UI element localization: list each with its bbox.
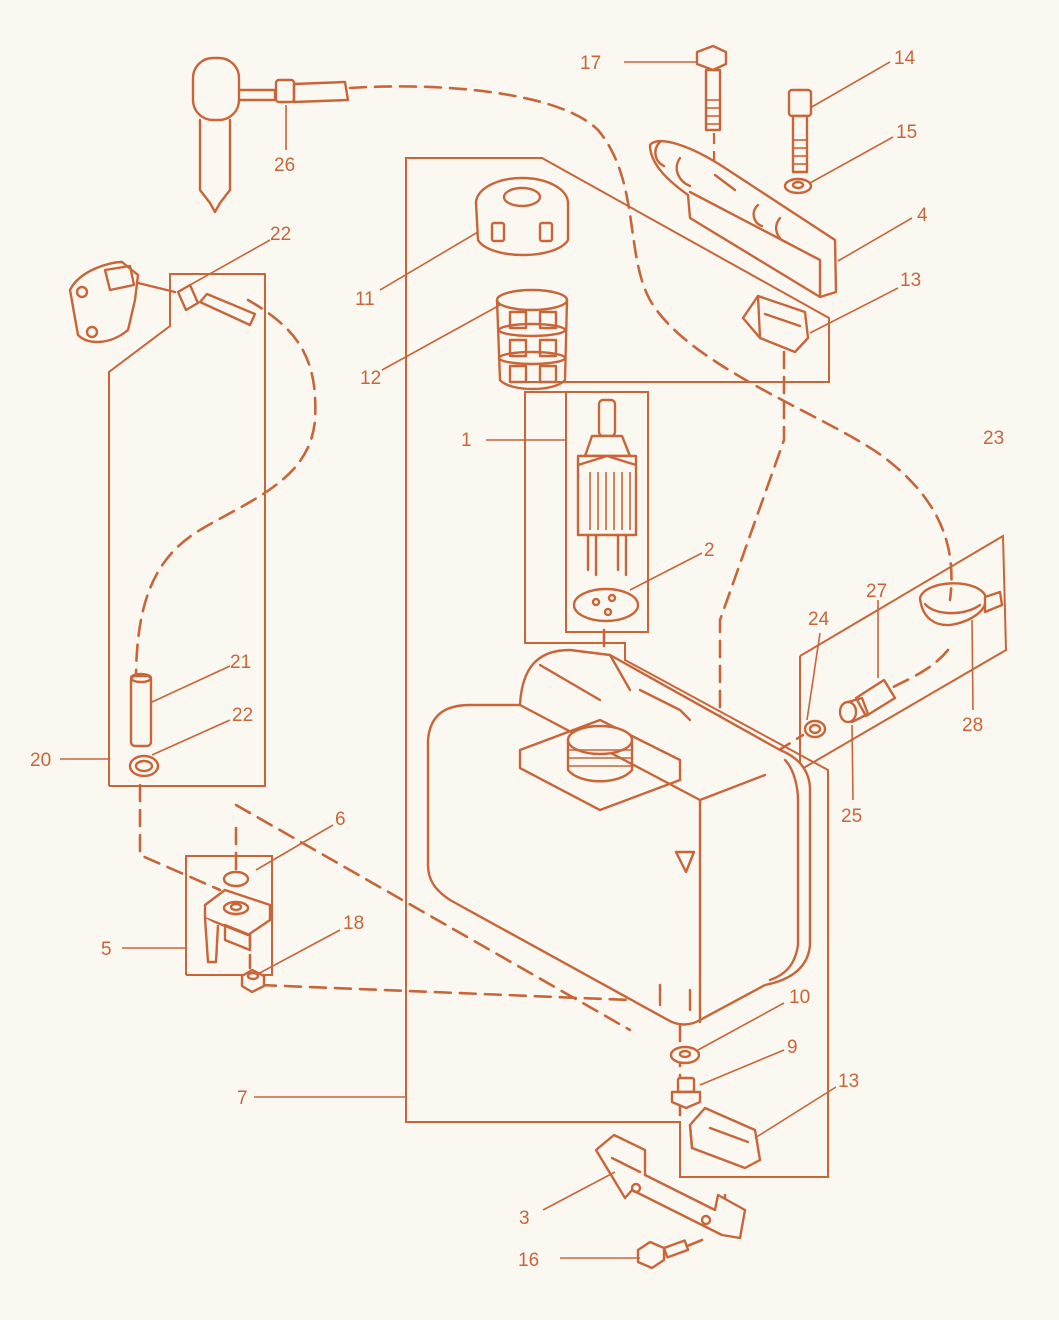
callout-24: 24 (808, 609, 830, 630)
assembly-frame-7 (405, 157, 830, 1178)
bracket-part-3 (594, 1133, 747, 1240)
callout-1: 1 (461, 430, 472, 451)
leader-lines (60, 61, 974, 1259)
gasket-part-2 (572, 587, 640, 623)
hose-segment-top (198, 292, 257, 327)
fuel-filter-part-1 (576, 398, 638, 577)
hose-part-21 (129, 672, 153, 748)
nipple-part-25 (838, 696, 870, 724)
stud-part-14 (787, 88, 813, 174)
callout-15: 15 (896, 122, 917, 143)
cushion-part-13-bottom (688, 1106, 762, 1170)
callout-4: 4 (917, 205, 928, 226)
bracket-part-4 (648, 140, 838, 299)
fuel-cock-part-5 (203, 888, 272, 964)
washer-part-10 (669, 1045, 701, 1065)
assembly-frame-23 (799, 534, 1008, 772)
bolt-part-16 (636, 1239, 690, 1270)
callout-21: 21 (230, 652, 251, 673)
fuel-tank (426, 648, 812, 1026)
bolt-part-17 (695, 44, 728, 132)
callout-10: 10 (789, 987, 810, 1008)
callout-14: 14 (894, 48, 916, 69)
callout-labels: 1 2 3 4 5 6 7 9 10 11 12 13 13 14 15 16 … (30, 48, 1004, 1271)
callout-22-top: 22 (270, 224, 291, 245)
callout-13-bottom: 13 (838, 1071, 859, 1092)
callout-26: 26 (274, 155, 295, 176)
clamp-part-28 (918, 582, 1004, 627)
callout-11: 11 (355, 289, 375, 310)
callout-28: 28 (962, 715, 983, 736)
callout-6: 6 (335, 809, 346, 830)
callout-3: 3 (519, 1208, 530, 1229)
oring-part-6 (222, 870, 250, 888)
clamp-part-22-bottom (128, 754, 160, 778)
strainer-part-12 (495, 288, 569, 391)
callout-23: 23 (983, 428, 1004, 449)
callout-9: 9 (787, 1037, 798, 1058)
clamp-part-24 (803, 719, 827, 739)
callout-18: 18 (343, 913, 364, 934)
clamp-part-22-top (176, 283, 200, 312)
callout-5: 5 (101, 939, 112, 960)
drain-plug-part-9 (670, 1076, 702, 1110)
callout-16: 16 (518, 1250, 539, 1271)
callout-22-bottom: 22 (232, 705, 253, 726)
assembly-frame-20 (108, 273, 266, 787)
callout-25: 25 (841, 806, 862, 827)
callout-7: 7 (237, 1088, 248, 1109)
washer-part-15 (783, 177, 813, 195)
callout-13-top: 13 (900, 270, 921, 291)
callout-20: 20 (30, 750, 51, 771)
callout-2: 2 (704, 540, 715, 561)
assembly-frame-1 (565, 391, 649, 633)
fuel-pump-part-20 (68, 260, 177, 344)
callout-17: 17 (580, 53, 601, 74)
injector-part-26 (191, 56, 350, 214)
callout-27: 27 (866, 581, 887, 602)
callout-12: 12 (360, 368, 381, 389)
nut-part-18 (240, 968, 266, 994)
cushion-part-13-top (741, 294, 810, 354)
cap-part-11 (474, 176, 570, 257)
